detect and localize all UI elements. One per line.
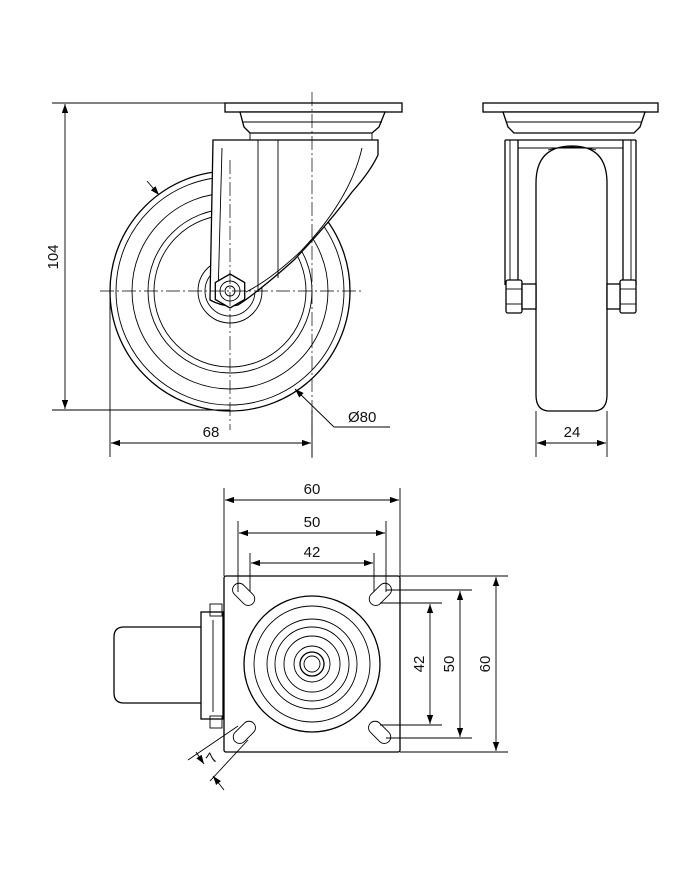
- front-view-wheel: [535, 145, 608, 412]
- dim-hole-spacing-inner-vertical-label: 42: [411, 656, 428, 673]
- dim-wheel-width: 24: [535, 411, 608, 457]
- dim-height-total: 104: [45, 102, 230, 411]
- dim-wheel-diameter: Ø80: [146, 180, 390, 428]
- dim-hole-spacing-outer-label: 50: [304, 514, 321, 531]
- dim-plate-height-label: 60: [477, 656, 494, 673]
- side-view: 104 68 Ø80: [45, 92, 403, 460]
- dim-plate-width-label: 60: [304, 481, 321, 498]
- dim-hole-spacing-outer-vertical-label: 50: [441, 656, 458, 673]
- dim-hole-spacing-inner: 42: [249, 544, 375, 592]
- top-view: 60 50 42 42 50: [113, 481, 508, 791]
- top-view-hole-bottom-right: [368, 720, 392, 744]
- top-view-hole-top-right: [368, 582, 392, 606]
- dim-hole-spacing-inner-vertical: 42: [380, 602, 442, 726]
- top-view-hole-top-left: [232, 582, 256, 606]
- dim-plate-width: 60: [223, 481, 401, 576]
- dim-width-offset: 68: [109, 291, 313, 457]
- side-view-fork: [209, 139, 379, 307]
- top-view-plate: [223, 575, 401, 753]
- dim-wheel-width-label: 24: [564, 424, 581, 441]
- front-view-axle: [505, 279, 637, 314]
- front-view-fork: [504, 139, 637, 300]
- dim-width-offset-label: 68: [203, 424, 220, 441]
- dim-plate-height: 60: [400, 575, 508, 753]
- dim-hole-spacing-outer: 50: [237, 514, 387, 592]
- front-view: 24: [482, 102, 659, 457]
- dim-wheel-diameter-label: Ø80: [348, 409, 376, 426]
- dim-hole-spacing-inner-label: 42: [304, 544, 321, 561]
- side-view-top-plate: [224, 102, 403, 140]
- top-view-hole-bottom-left: [232, 720, 256, 744]
- top-view-wheel: [113, 603, 224, 729]
- dim-height-total-label: 104: [45, 244, 62, 269]
- dim-hole-slot-label: 7: [203, 750, 222, 767]
- dim-hole-spacing-outer-vertical: 50: [386, 589, 472, 739]
